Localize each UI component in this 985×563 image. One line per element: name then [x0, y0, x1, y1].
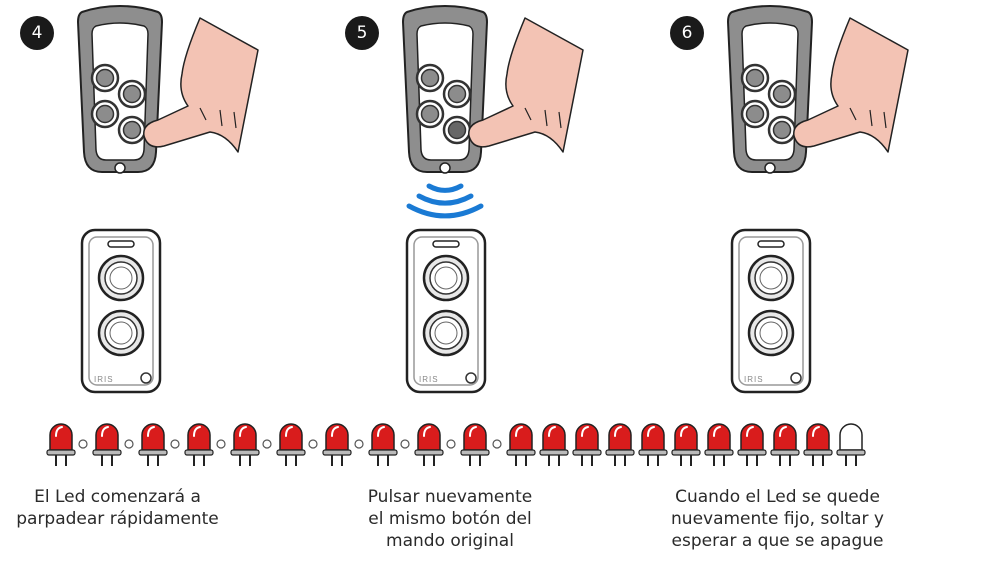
remote-button-icon: [117, 115, 147, 145]
led-red-icon: [322, 423, 352, 466]
receiver-device-icon: IRIS: [80, 228, 162, 394]
receiver-device-icon: IRIS: [730, 228, 812, 394]
caption-line: el mismo botón del: [368, 509, 532, 529]
signal-wave: [416, 193, 474, 206]
step-number-badge: 6: [670, 16, 704, 50]
led-gap-dot: [124, 439, 134, 449]
receiver-button-icon: [747, 254, 795, 302]
led-red-icon: [770, 423, 800, 466]
hand-knuckle-lines: [524, 107, 562, 129]
pointing-hand-icon: [468, 17, 584, 153]
step-5-panel: 5 IRIS: [345, 0, 605, 400]
caption-line: Pulsar nuevamente: [367, 487, 533, 507]
led-red-icon: [138, 423, 168, 466]
led-red-icon: [184, 423, 214, 466]
led-blink-sequence: [46, 423, 866, 466]
led-red-icon: [506, 423, 536, 466]
remote-control-icon: [76, 4, 164, 174]
led-gap-dot: [354, 439, 364, 449]
remote-button-icon: [767, 115, 797, 145]
remote-button-icon: [442, 79, 472, 109]
step-number-badge: 5: [345, 16, 379, 50]
led-red-icon: [460, 423, 490, 466]
led-gap-dot: [170, 439, 180, 449]
step-5-illustration: IRIS: [401, 4, 584, 394]
step-4-panel: 4 IRIS: [20, 0, 280, 400]
receiver-reset-button: [790, 372, 802, 384]
receiver-status-led: [107, 240, 135, 248]
led-gap-dot: [400, 439, 410, 449]
receiver-button-icon: [97, 254, 145, 302]
caption-line: parpadear rápidamente: [16, 509, 219, 529]
receiver-status-led: [757, 240, 785, 248]
led-gap-dot: [262, 439, 272, 449]
remote-button-icon: [415, 63, 445, 93]
led-red-icon: [638, 423, 668, 466]
caption-line: Cuando el Led se quede: [675, 487, 880, 507]
receiver-brand-label: IRIS: [419, 375, 439, 384]
step-number-badge: 4: [20, 16, 54, 50]
hand-knuckle-lines: [199, 107, 237, 129]
wireless-signal-icon: [406, 183, 484, 219]
caption-line: esperar a que se apague: [671, 531, 884, 551]
led-gap-dot: [308, 439, 318, 449]
led-gap-dot: [216, 439, 226, 449]
caption-line: El Led comenzará a: [34, 487, 201, 507]
led-red-icon: [572, 423, 602, 466]
pointing-hand-icon: [143, 17, 259, 153]
remote-button-icon: [442, 115, 472, 145]
led-red-icon: [803, 423, 833, 466]
caption-step-5: Pulsar nuevamente el mismo botón del man…: [335, 486, 565, 552]
remote-button-icon: [117, 79, 147, 109]
caption-line: nuevamente fijo, soltar y: [671, 509, 884, 529]
led-red-icon: [605, 423, 635, 466]
signal-wave: [426, 183, 464, 193]
remote-button-icon: [740, 63, 770, 93]
receiver-button-icon: [747, 309, 795, 357]
led-red-icon: [230, 423, 260, 466]
remote-button-icon: [90, 63, 120, 93]
led-gap-dot: [78, 439, 88, 449]
remote-control-icon: [726, 4, 814, 174]
remote-control-icon: [401, 4, 489, 174]
led-off-icon: [836, 423, 866, 466]
led-red-icon: [414, 423, 444, 466]
led-red-icon: [92, 423, 122, 466]
led-red-icon: [276, 423, 306, 466]
receiver-brand-label: IRIS: [744, 375, 764, 384]
led-red-icon: [737, 423, 767, 466]
receiver-device-icon: IRIS: [405, 228, 487, 394]
receiver-brand-label: IRIS: [94, 375, 114, 384]
led-red-icon: [539, 423, 569, 466]
step-6-panel: 6 IRIS: [670, 0, 930, 400]
remote-button-icon: [415, 99, 445, 129]
pointing-hand-icon: [793, 17, 909, 153]
remote-button-icon: [767, 79, 797, 109]
step-6-illustration: IRIS: [726, 4, 909, 394]
receiver-button-icon: [422, 309, 470, 357]
caption-line: mando original: [386, 531, 514, 551]
led-red-icon: [704, 423, 734, 466]
caption-step-6: Cuando el Led se quede nuevamente fijo, …: [660, 486, 895, 552]
led-gap-dot: [446, 439, 456, 449]
remote-button-icon: [90, 99, 120, 129]
receiver-reset-button: [140, 372, 152, 384]
led-gap-dot: [492, 439, 502, 449]
receiver-status-led: [432, 240, 460, 248]
receiver-button-icon: [97, 309, 145, 357]
receiver-reset-button: [465, 372, 477, 384]
led-red-icon: [671, 423, 701, 466]
step-4-illustration: IRIS: [76, 4, 259, 394]
caption-step-4: El Led comenzará a parpadear rápidamente: [0, 486, 235, 530]
receiver-button-icon: [422, 254, 470, 302]
led-red-icon: [46, 423, 76, 466]
remote-button-icon: [740, 99, 770, 129]
hand-knuckle-lines: [849, 107, 887, 129]
signal-wave: [406, 203, 484, 219]
led-red-icon: [368, 423, 398, 466]
